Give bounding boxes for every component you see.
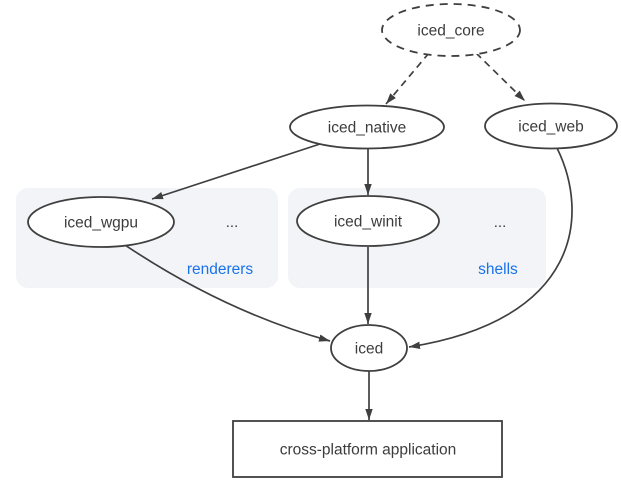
node-app-box (232, 420, 503, 478)
node-iced-web-label: iced_web (518, 119, 584, 136)
node-iced-native-label: iced_native (328, 120, 406, 137)
edge-core-to-native (385, 52, 430, 105)
edge-wgpu-to-iced (124, 244, 331, 342)
node-iced-label: iced (355, 341, 383, 358)
node-iced-native-shape (289, 104, 445, 150)
group-renderers-label: renderers (187, 261, 254, 278)
node-iced-shape (330, 324, 408, 372)
node-app-label: cross-platform application (280, 442, 457, 459)
node-iced-core-shape (381, 3, 521, 57)
edge-core-to-web (475, 52, 526, 102)
node-iced-wgpu-label: iced_wgpu (64, 215, 138, 232)
node-iced-wgpu-shape (27, 196, 175, 248)
node-iced-winit-shape (296, 195, 440, 247)
group-shells-ellipsis: ... (494, 214, 507, 231)
group-shells-label: shells (478, 261, 518, 278)
group-renderers-ellipsis: ... (226, 214, 239, 231)
node-iced-core-label: iced_core (417, 23, 484, 40)
edge-web-to-iced (408, 147, 573, 349)
edge-native-to-wgpu (151, 143, 321, 200)
node-iced-web-shape (484, 102, 618, 150)
node-iced-winit-label: iced_winit (334, 214, 403, 231)
